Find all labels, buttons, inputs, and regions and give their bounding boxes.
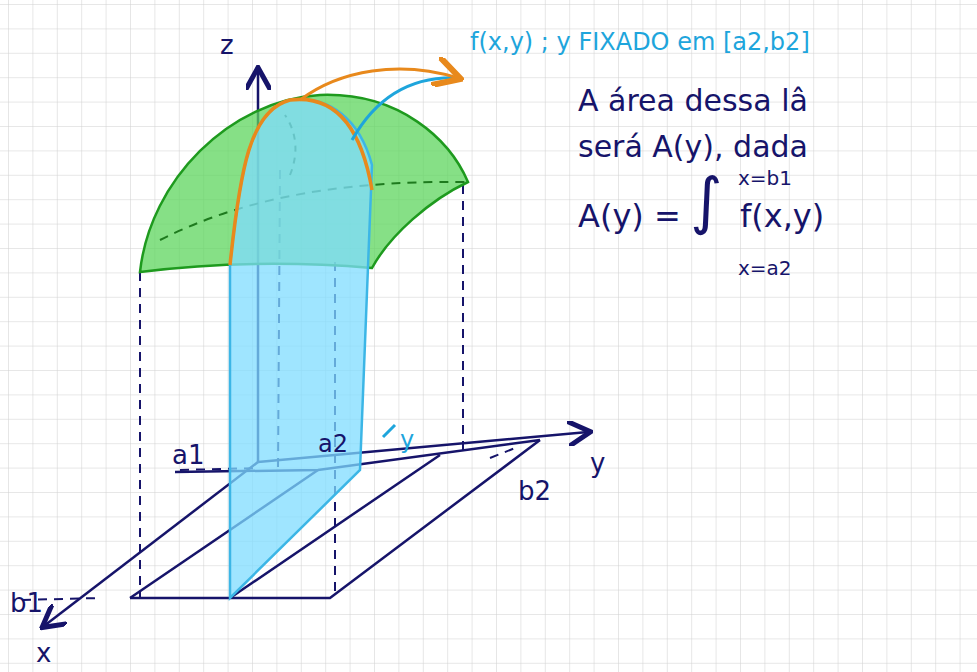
axis-label: a1 (172, 442, 204, 468)
leader-curve (352, 78, 462, 140)
formula-text: A(y) = (578, 200, 681, 232)
note-text: será A(y), dada (578, 132, 808, 162)
axis-label: y (400, 428, 414, 452)
integral-limit: x=b1 (738, 168, 792, 188)
formula-text: f(x,y) (740, 200, 824, 232)
axis-label: z (220, 32, 234, 58)
leader-arrow (300, 69, 458, 100)
axis-label: b2 (518, 478, 551, 504)
axis-label: x (36, 640, 51, 666)
slice (230, 99, 372, 598)
axis-label: y (590, 450, 605, 476)
annotation: f(x,y) ; y FIXADO em [a2,b2] (470, 30, 810, 54)
integral-sign: ∫ (690, 170, 722, 232)
section-curve (230, 99, 372, 265)
note-text: A área dessa lâ (578, 86, 808, 116)
axis-label: b1 (10, 590, 43, 616)
axes (44, 70, 588, 626)
integral-limit: x=a2 (738, 258, 792, 278)
y-tick (383, 425, 395, 437)
axis-label: a2 (318, 432, 348, 456)
